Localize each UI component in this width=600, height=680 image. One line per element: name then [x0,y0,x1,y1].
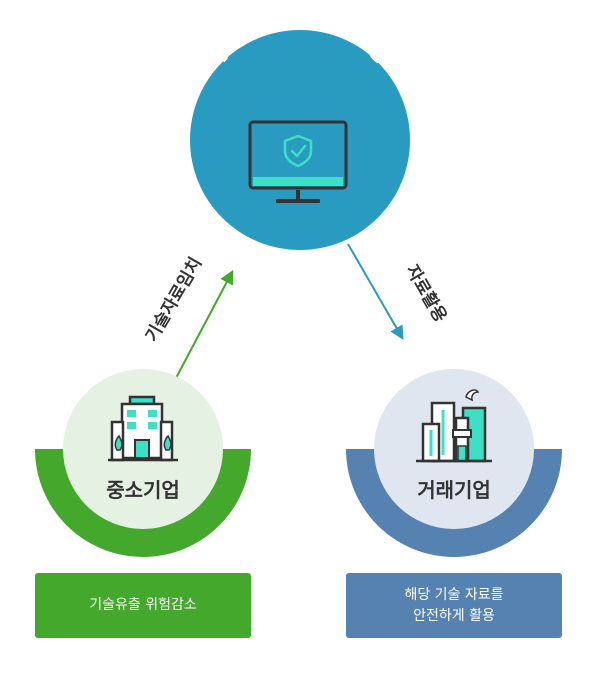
monitor-shield-icon [248,120,348,203]
left-info-box: 기술유출 위험감소 [35,573,251,638]
left-info-text: 기술유출 위험감소 [89,597,197,613]
right-company-label: 거래기업 [417,478,491,502]
right-arrow [347,243,404,341]
office-building-icon [108,395,178,462]
factory-buildings-icon [416,389,492,463]
right-info-line-2: 안전하게 활용 [413,607,495,624]
right-info-box: 해당 기술 자료를 안전하게 활용 [346,573,562,638]
right-info-line-1: 해당 기술 자료를 [404,586,504,603]
left-arrow [175,269,234,379]
tech-safe-circle [190,30,410,250]
left-company-label: 중소기업 [106,478,180,502]
